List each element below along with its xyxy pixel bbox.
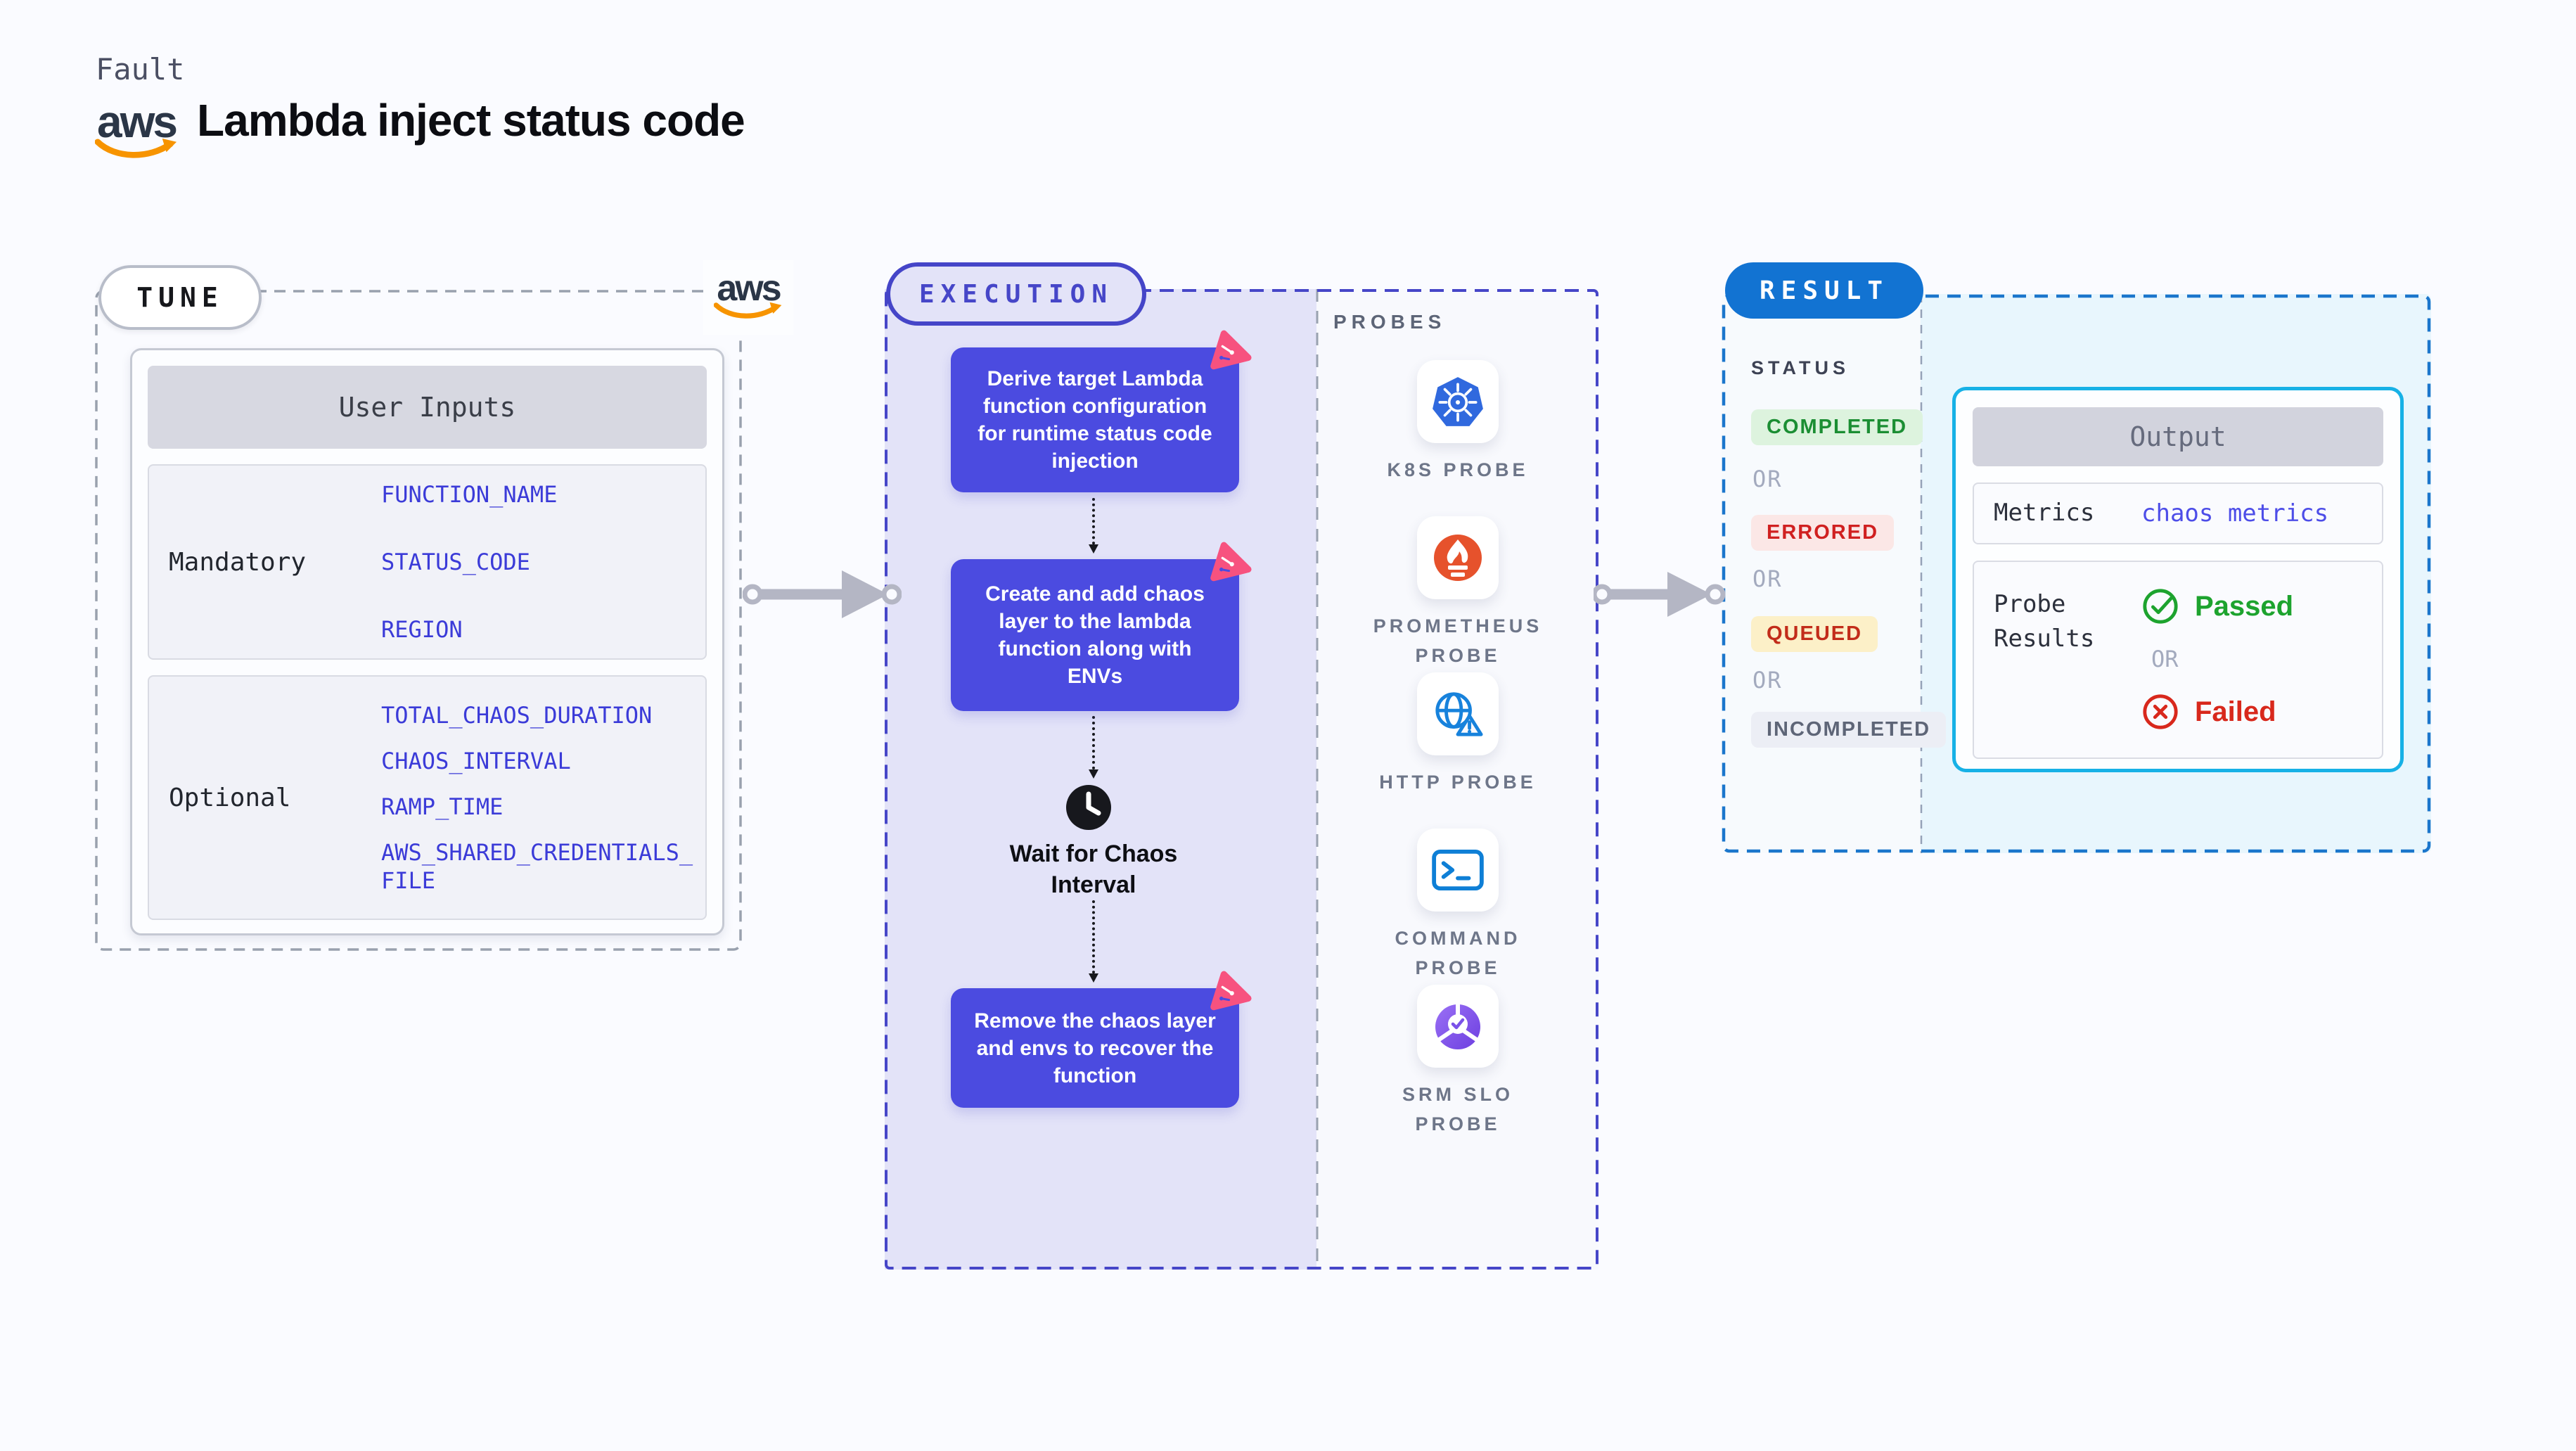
passed-line: Passed [2141, 587, 2293, 625]
or-separator: OR [1752, 466, 1783, 492]
step-text: Remove the chaos layer and envs to recov… [974, 1009, 1216, 1087]
execution-to-result-arrow [1594, 572, 1726, 617]
failed-label: Failed [2195, 696, 2276, 727]
mandatory-label: Mandatory [169, 547, 307, 577]
mandatory-inputs-row: Mandatory FUNCTION_NAME STATUS_CODE REGI… [148, 464, 707, 660]
clock-icon [1065, 784, 1113, 831]
status-badge-errored: ERRORED [1751, 515, 1895, 551]
k8s-icon [1433, 377, 1483, 426]
aws-logo-text: aws [717, 267, 781, 309]
result-status-background [1722, 294, 1921, 853]
tune-dashed-frame [95, 290, 742, 951]
tune-badge: TUNE [98, 265, 262, 330]
execution-step-add-chaos-layer: Create and add chaos layer to the lambda… [951, 542, 1252, 711]
result-dashed-frame [1722, 294, 2431, 853]
probe-tile [1417, 360, 1499, 443]
or-separator: OR [2151, 646, 2179, 672]
step-text: Create and add chaos layer to the lambda… [985, 582, 1205, 688]
chaos-triangle-icon [1210, 971, 1252, 1011]
input-variable: STATUS_CODE [381, 549, 530, 575]
status-badge-queued: QUEUED [1751, 616, 1878, 652]
probe-item-http: HTTP PROBE [1359, 672, 1556, 798]
probe-item-command: COMMAND PROBE [1359, 829, 1556, 983]
failed-line: Failed [2141, 693, 2293, 731]
optional-values: TOTAL_CHAOS_DURATION CHAOS_INTERVAL RAMP… [381, 677, 701, 919]
input-variable: FUNCTION_NAME [381, 481, 558, 508]
aws-logo-text: aws [97, 96, 178, 147]
status-badge-incompleted: INCOMPLETED [1751, 712, 1947, 748]
output-title: Output [1973, 407, 2383, 466]
probe-results-row: Probe Results Passed OR Failed [1973, 561, 2383, 759]
srm-slo-icon [1435, 1004, 1480, 1049]
output-card: Output Metrics chaos metrics Probe Resul… [1952, 387, 2404, 772]
mandatory-values: FUNCTION_NAME STATUS_CODE REGION [381, 466, 701, 658]
execution-step-remove-chaos-layer: Remove the chaos layer and envs to recov… [951, 971, 1252, 1108]
wait-for-chaos-interval-label: Wait for Chaos Interval [1009, 840, 1178, 899]
passed-label: Passed [2195, 590, 2294, 622]
metrics-row: Metrics chaos metrics [1973, 482, 2383, 544]
input-variable: TOTAL_CHAOS_DURATION [381, 701, 653, 729]
status-badge-completed: COMPLETED [1751, 409, 1923, 445]
user-inputs-card: User Inputs Mandatory FUNCTION_NAME STAT… [130, 348, 724, 935]
probe-label: PROMETHEUS PROBE [1373, 615, 1543, 666]
optional-label: Optional [169, 783, 291, 812]
result-badge: RESULT [1725, 262, 1923, 319]
probe-tile [1417, 985, 1499, 1068]
probe-label: HTTP PROBE [1379, 772, 1537, 793]
probes-dashed-divider [1316, 289, 1319, 1270]
input-variable: CHAOS_INTERVAL [381, 747, 571, 774]
optional-inputs-row: Optional TOTAL_CHAOS_DURATION CHAOS_INTE… [148, 675, 707, 920]
execution-step-derive-config: Derive target Lambda function configurat… [951, 330, 1252, 492]
or-separator: OR [1752, 565, 1783, 592]
prometheus-icon [1434, 535, 1482, 581]
probe-label: SRM SLO PROBE [1402, 1084, 1513, 1134]
chaos-triangle-icon [1210, 542, 1252, 582]
aws-smile-icon [95, 139, 177, 158]
step-text: Derive target Lambda function configurat… [978, 367, 1212, 473]
probe-item-srm-slo: SRM SLO PROBE [1359, 985, 1556, 1139]
aws-logo: aws [93, 96, 180, 162]
user-inputs-title: User Inputs [148, 366, 707, 449]
http-icon [1435, 692, 1483, 736]
probe-tile [1417, 516, 1499, 599]
probe-tile [1417, 829, 1499, 912]
probes-title: PROBES [1333, 311, 1447, 333]
command-icon [1432, 849, 1484, 891]
tune-to-execution-arrow [743, 570, 902, 618]
or-separator: OR [1752, 667, 1783, 693]
probes-column-background [1316, 289, 1598, 1270]
flow-connector-arrow [1089, 900, 1098, 983]
metrics-label: Metrics [1994, 499, 2095, 528]
result-status-dashed-divider [1920, 294, 1923, 853]
check-circle-icon [2143, 589, 2178, 624]
input-variable: REGION [381, 616, 463, 643]
execution-badge: EXECUTION [886, 262, 1146, 326]
input-variable: RAMP_TIME [381, 793, 504, 820]
flow-connector-arrow [1089, 716, 1098, 779]
probe-results-values: Passed OR Failed [2141, 587, 2293, 758]
probe-tile [1417, 672, 1499, 755]
execution-dashed-frame [885, 289, 1598, 1270]
page-title: Lambda inject status code [197, 95, 745, 146]
probe-label: K8S PROBE [1387, 459, 1529, 480]
metrics-value: chaos metrics [2141, 499, 2329, 528]
probe-label: COMMAND PROBE [1395, 928, 1521, 978]
fault-kicker: Fault [96, 52, 185, 87]
probe-item-k8s: K8S PROBE [1359, 360, 1556, 485]
probe-item-prometheus: PROMETHEUS PROBE [1359, 516, 1556, 671]
probe-results-label: Probe Results [1994, 590, 2095, 653]
input-variable: AWS_SHARED_CREDENTIALS_FILE [381, 838, 693, 894]
aws-logo-corner: aws [703, 260, 793, 335]
x-circle-icon [2143, 694, 2178, 729]
status-title: STATUS [1751, 357, 1850, 378]
chaos-triangle-icon [1210, 330, 1252, 370]
flow-connector-arrow [1089, 498, 1098, 554]
aws-smile-icon [714, 302, 782, 319]
